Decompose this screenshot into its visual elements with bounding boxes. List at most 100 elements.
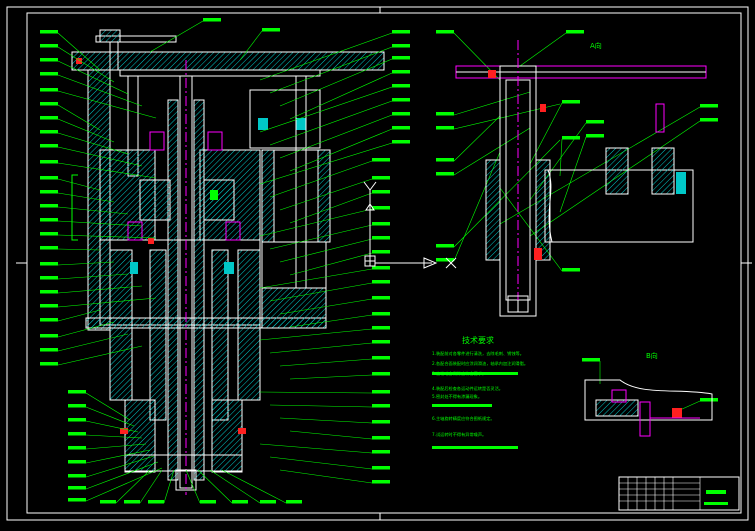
leader-line-icon bbox=[85, 467, 163, 502]
callout bbox=[279, 56, 410, 107]
leader-line-icon bbox=[85, 406, 135, 427]
leader-line-icon bbox=[57, 132, 129, 155]
gear-block-right bbox=[203, 179, 235, 221]
gear-block-left bbox=[139, 179, 171, 221]
title-block-name bbox=[706, 490, 726, 494]
callout bbox=[68, 467, 163, 502]
callout-tag bbox=[372, 176, 390, 179]
callout bbox=[269, 44, 410, 94]
callout bbox=[259, 326, 390, 341]
callout bbox=[519, 30, 584, 67]
red-part-c bbox=[148, 238, 154, 244]
leader-line-icon bbox=[259, 208, 373, 237]
callout-tag bbox=[40, 44, 58, 47]
callout-tag bbox=[700, 398, 718, 401]
callout-tag bbox=[68, 446, 86, 449]
spindle-tube-left bbox=[167, 99, 179, 481]
lower-chuck-right bbox=[211, 399, 243, 473]
callout-tag bbox=[372, 356, 390, 359]
leader-line-icon bbox=[197, 469, 233, 504]
callout-tag bbox=[436, 30, 454, 33]
leader-line-icon bbox=[259, 328, 373, 341]
leader-line-icon bbox=[57, 74, 143, 107]
callout-tag bbox=[566, 30, 584, 33]
callout-tag bbox=[562, 268, 580, 271]
callout-tag bbox=[372, 158, 390, 161]
right-upper-box bbox=[249, 89, 321, 149]
leader-line-icon bbox=[269, 46, 393, 94]
callout bbox=[269, 404, 390, 408]
callout-tag bbox=[436, 112, 454, 115]
leader-line-icon bbox=[57, 46, 115, 83]
leader-line-icon bbox=[289, 192, 373, 224]
technical-requirements: 技术要求 1.装配前对各零件进行清洗，去除毛刺、锈蚀等。2.各配合面装配时应涂润… bbox=[432, 335, 528, 449]
callout bbox=[149, 18, 221, 53]
callout-tag bbox=[372, 450, 390, 453]
callout-tag bbox=[40, 72, 58, 75]
callout bbox=[259, 443, 390, 454]
callout-tag bbox=[40, 130, 58, 133]
callout-tag bbox=[392, 56, 410, 59]
callout bbox=[279, 296, 390, 315]
callout bbox=[40, 218, 143, 227]
leader-line-icon bbox=[269, 342, 373, 354]
tech-req-underline bbox=[432, 404, 492, 407]
leader-line-icon bbox=[57, 146, 143, 167]
leader-line-icon bbox=[57, 345, 143, 366]
leader-line-icon bbox=[259, 268, 373, 289]
callout-tag bbox=[392, 44, 410, 47]
callout bbox=[68, 418, 139, 433]
callout bbox=[259, 390, 390, 394]
callout-tag bbox=[562, 136, 580, 139]
leader-line-icon bbox=[259, 32, 393, 81]
leader-line-icon bbox=[279, 417, 373, 424]
leader-line-icon bbox=[269, 404, 373, 408]
view-a-clamp-l bbox=[605, 147, 629, 195]
callout-tag bbox=[40, 232, 58, 235]
leader-line-icon bbox=[57, 178, 101, 191]
tech-req-underline bbox=[432, 446, 518, 449]
leader-line-icon bbox=[115, 469, 151, 504]
callout-tag bbox=[40, 102, 58, 105]
leader-line-icon bbox=[85, 434, 143, 439]
leader-line-icon bbox=[57, 220, 143, 227]
callout-tag bbox=[40, 58, 58, 61]
callout bbox=[68, 404, 135, 427]
callout bbox=[40, 176, 101, 191]
leader-line-icon bbox=[57, 321, 115, 338]
callout bbox=[68, 390, 131, 421]
leader-line-icon bbox=[57, 118, 115, 143]
leader-line-icon bbox=[57, 297, 157, 308]
callout-tag bbox=[372, 250, 390, 253]
leader-line-icon bbox=[279, 58, 393, 107]
handle-post bbox=[109, 41, 119, 71]
callout-tag bbox=[372, 236, 390, 239]
leader-line-icon bbox=[221, 469, 287, 504]
inner-sleeve-right bbox=[211, 249, 229, 421]
callout bbox=[269, 158, 390, 198]
callout bbox=[289, 372, 390, 380]
leader-line-icon bbox=[57, 285, 143, 294]
left-dimension-bracket bbox=[71, 174, 78, 241]
callout-tag bbox=[200, 500, 216, 503]
callout bbox=[289, 126, 410, 172]
callout-tag bbox=[562, 100, 580, 103]
cyan-insert-c bbox=[224, 262, 234, 274]
leader-line-icon bbox=[57, 192, 115, 203]
leader-line-icon bbox=[57, 162, 157, 179]
callout bbox=[40, 58, 129, 95]
callout bbox=[289, 312, 390, 328]
callout bbox=[436, 127, 531, 176]
leader-line-icon bbox=[559, 136, 587, 213]
callout bbox=[197, 469, 248, 504]
leader-line-icon bbox=[499, 106, 701, 225]
callout bbox=[289, 190, 390, 224]
leader-line-icon bbox=[269, 160, 373, 198]
callout-tag bbox=[372, 340, 390, 343]
callout-tag bbox=[40, 30, 58, 33]
callout bbox=[289, 250, 390, 276]
callout-tag bbox=[436, 172, 454, 175]
top-plate bbox=[119, 69, 321, 77]
callout bbox=[40, 144, 143, 167]
